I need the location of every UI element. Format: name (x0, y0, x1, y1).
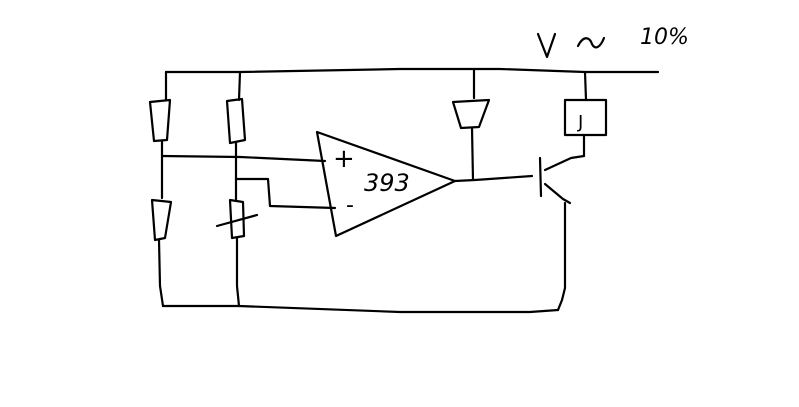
supply-annotation: 10% (536, 25, 689, 59)
tolerance-label: 10% (640, 25, 689, 50)
left-divider-column (148, 70, 173, 308)
output-wire (453, 174, 534, 183)
plus-input-wire (160, 154, 327, 163)
resistor-r1 (148, 98, 172, 143)
minus-input-label: - (346, 193, 354, 218)
bottom-ground-rail (161, 304, 560, 314)
variable-resistor-r4 (228, 198, 246, 240)
comparator-triangle (315, 130, 457, 238)
relay-load: J (563, 70, 608, 158)
transistor-base-bar (538, 156, 543, 198)
tilde-stroke (576, 36, 606, 49)
emitter-to-ground (556, 201, 567, 312)
transistor-q1 (538, 154, 586, 312)
resistor-rpullup (451, 98, 491, 130)
resistor-r3 (225, 97, 247, 145)
pull-up-resistor (451, 67, 491, 182)
plus-input-label: + (333, 144, 355, 174)
wire (237, 70, 242, 102)
transistor-emitter (543, 182, 572, 205)
minus-input-wire (234, 177, 337, 210)
wire (470, 126, 475, 182)
transistor-collector (543, 154, 586, 172)
comparator-393: + - 393 (315, 130, 457, 238)
variable-resistor-slash (215, 213, 259, 228)
relay-coil-box (563, 98, 608, 137)
wire (157, 238, 165, 308)
wire (583, 70, 588, 102)
relay-coil-label: J (577, 112, 583, 133)
voltage-v-stroke (536, 32, 557, 59)
part-number-label: 393 (364, 169, 410, 197)
top-supply-rail (164, 67, 660, 74)
resistor-r2 (150, 198, 173, 242)
right-divider-column (215, 70, 259, 308)
wire (235, 236, 241, 308)
